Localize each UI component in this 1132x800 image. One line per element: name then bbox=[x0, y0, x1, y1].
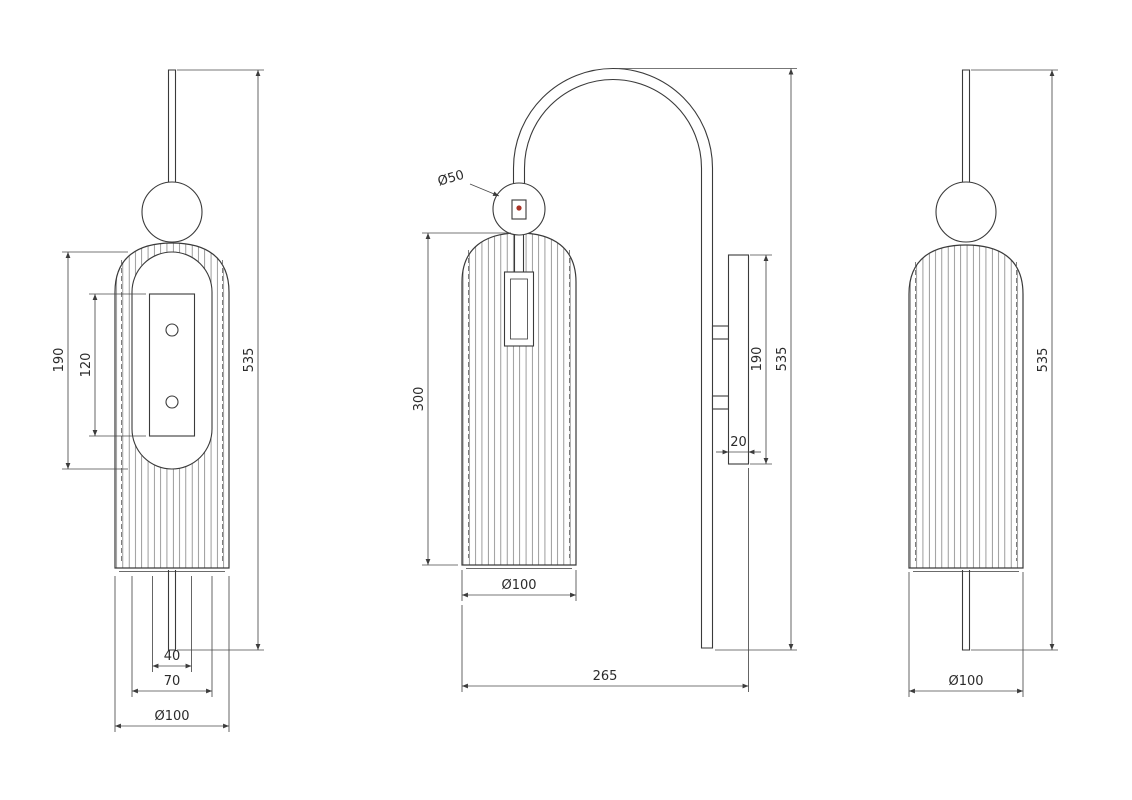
mount-tab-top bbox=[711, 325, 730, 340]
dim-side-wallplate-height: 190 bbox=[750, 254, 772, 465]
screw-hole-bottom bbox=[165, 395, 179, 409]
set-screw-dot bbox=[516, 205, 522, 211]
mount-tab-bottom bbox=[711, 395, 730, 410]
stem-clear bbox=[514, 233, 524, 273]
dim-label-wallplate-depth: 20 bbox=[730, 435, 747, 450]
dim-front-shade-diameter: Ø100 bbox=[114, 576, 230, 732]
lamp-socket bbox=[503, 271, 535, 347]
dim-side-shade-diameter: Ø100 bbox=[461, 570, 577, 601]
dim-front-plate-width: 70 bbox=[131, 576, 213, 697]
dim-label-shade-height: 300 bbox=[412, 387, 427, 412]
dim-side-overall-height: 535 bbox=[619, 68, 797, 651]
dim-label-overall-height: 535 bbox=[775, 347, 790, 372]
dim-front-box-width: 40 bbox=[152, 576, 192, 672]
leader-line bbox=[469, 183, 500, 197]
dim-label-plate-height: 190 bbox=[52, 348, 67, 373]
dim-rear-shade-diameter: Ø100 bbox=[908, 572, 1024, 697]
stem-rod-top bbox=[167, 69, 177, 182]
terminal-box bbox=[148, 293, 196, 437]
lamp-socket-inner bbox=[510, 278, 528, 340]
dim-label-box-width: 40 bbox=[164, 649, 181, 664]
dim-label-wallplate-height: 190 bbox=[750, 347, 765, 372]
dim-side-sphere-diameter: Ø50 bbox=[436, 168, 500, 197]
stem-rod-bottom bbox=[961, 570, 971, 651]
screw-hole-top bbox=[165, 323, 179, 337]
dim-label-overall-projection: 265 bbox=[593, 669, 618, 684]
dim-side-overall-projection: 265 bbox=[461, 468, 749, 692]
stem-rod-bottom bbox=[167, 570, 177, 651]
dim-side-wallplate-depth: 20 bbox=[716, 435, 761, 455]
fluted-shade-rear bbox=[908, 244, 1024, 569]
dim-label-shade-diameter: Ø100 bbox=[154, 709, 189, 724]
sphere-ornament bbox=[141, 181, 203, 243]
dim-label-overall-height: 535 bbox=[242, 348, 257, 373]
dim-rear-overall-height: 535 bbox=[971, 69, 1058, 651]
sphere-ornament bbox=[935, 181, 997, 243]
dim-label-box-height: 120 bbox=[79, 353, 94, 378]
dim-label-sphere-diameter: Ø50 bbox=[436, 168, 466, 190]
dim-side-shade-height: 300 bbox=[412, 232, 511, 566]
dim-label-shade-diameter: Ø100 bbox=[948, 674, 983, 689]
dim-front-plate-height: 190 bbox=[52, 251, 128, 470]
dim-label-overall-height: 535 bbox=[1036, 348, 1051, 373]
side-view: Ø50 300 190 20 535 bbox=[412, 67, 797, 692]
dim-front-overall-height: 535 bbox=[177, 69, 264, 651]
dim-label-plate-width: 70 bbox=[164, 674, 181, 689]
dim-label-shade-diameter: Ø100 bbox=[501, 578, 536, 593]
dim-front-box-height: 120 bbox=[79, 293, 146, 437]
rear-view: 535 Ø100 bbox=[908, 69, 1058, 697]
front-view: 190 120 535 40 70 bbox=[52, 69, 264, 732]
wall-plate bbox=[727, 254, 750, 465]
stem-rod-top bbox=[961, 69, 971, 182]
